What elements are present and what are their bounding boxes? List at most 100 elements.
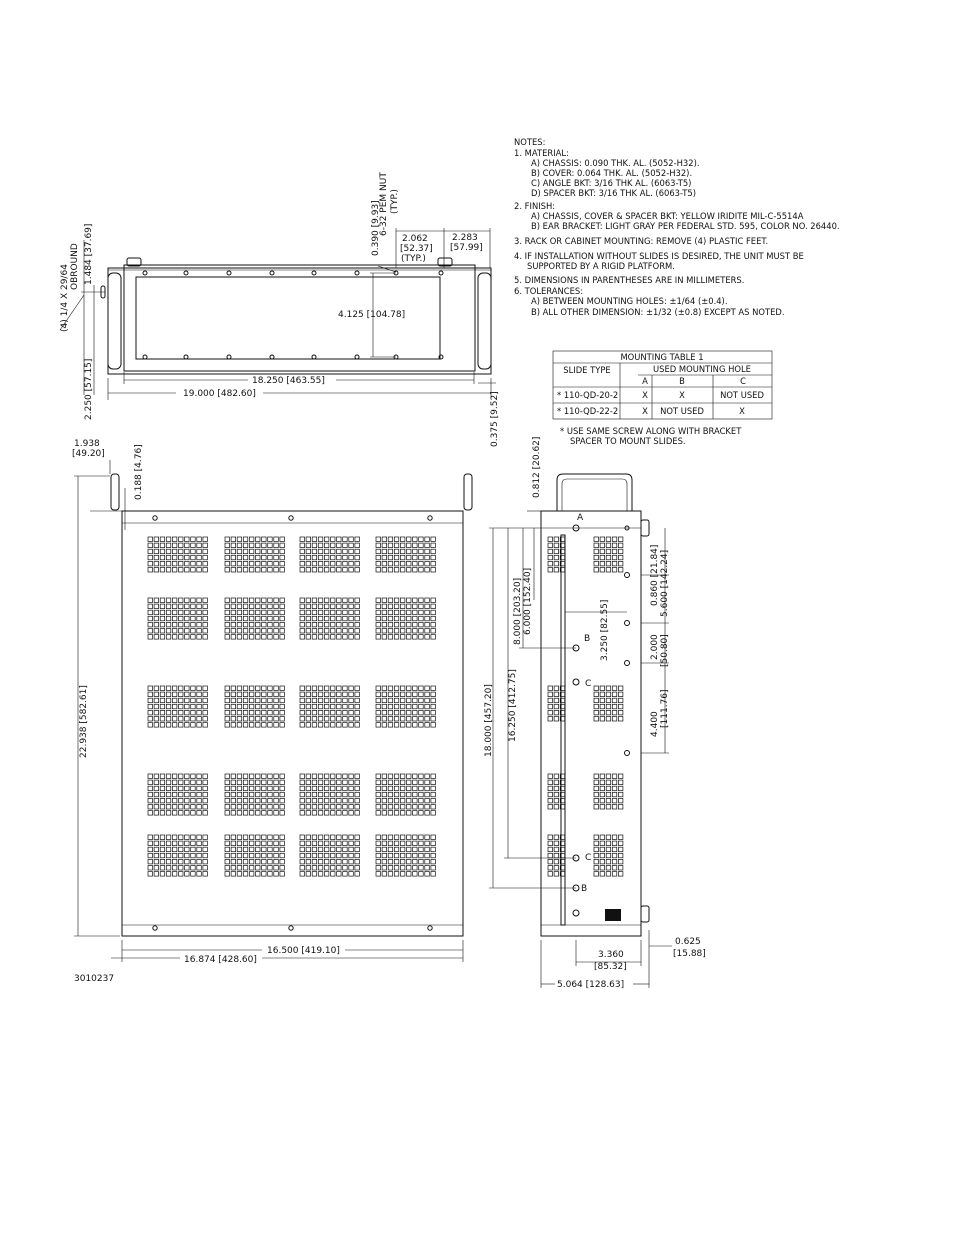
vent-slot [299, 840, 305, 846]
vent-slot [279, 840, 285, 846]
vent-slot [172, 710, 178, 716]
vent-slot [336, 536, 342, 542]
vent-slot [242, 561, 249, 567]
vent-slot [618, 536, 624, 542]
vent-slot [424, 597, 430, 603]
vent-slot [412, 634, 418, 640]
vent-slot [375, 603, 381, 609]
vent-slot [153, 609, 159, 616]
vent-slot [547, 542, 553, 548]
vent-slot [305, 871, 311, 877]
vent-slot [196, 846, 202, 853]
vent-slot [279, 628, 285, 634]
vent-slot [547, 852, 553, 859]
vent-slot [418, 865, 424, 871]
vent-slot [202, 697, 208, 704]
vent-slot [202, 542, 208, 548]
vent-slot [387, 716, 394, 722]
vent-slot [230, 703, 236, 710]
vent-slot [236, 609, 243, 616]
vent-slot [387, 779, 394, 785]
vent-slot [273, 852, 279, 859]
vent-slot [299, 548, 305, 555]
vent-slot [305, 785, 311, 792]
vent-slot [375, 542, 381, 548]
vent-slot [559, 554, 566, 561]
vent-slot [273, 536, 279, 542]
vent-slot [165, 615, 172, 622]
vent-slot [418, 685, 424, 691]
vent-slot [559, 785, 566, 792]
vent-slot [547, 785, 553, 792]
vent-slot [400, 697, 406, 704]
vent-slot [354, 697, 360, 704]
vent-slot [406, 542, 412, 548]
vent-slot [165, 804, 172, 810]
vent-slot [406, 685, 412, 691]
vent-slot [553, 852, 559, 859]
vent-slot [400, 603, 406, 609]
vent-slot [184, 603, 190, 609]
vent-slot [178, 561, 184, 567]
vent-slot [249, 703, 255, 710]
vent-slot [184, 804, 190, 810]
vent-slot [330, 536, 336, 542]
vent-slot [348, 697, 354, 704]
vent-slot [261, 852, 267, 859]
vent-slot [348, 859, 354, 865]
vent-slot [412, 865, 418, 871]
vent-slot [381, 691, 387, 697]
front-view: (4) 1/4 X 29/64 OBROUND 1.484 [37.69] 2.… [59, 172, 500, 447]
vent-slot [196, 548, 202, 555]
vent-slot [611, 691, 618, 697]
vent-slot [279, 536, 285, 542]
vent-slot [190, 561, 196, 567]
vent-slot [261, 609, 267, 616]
vent-slot [202, 773, 208, 779]
vent-slot [311, 852, 318, 859]
vent-slot [559, 710, 566, 716]
vent-slot [305, 852, 311, 859]
vent-slot [172, 859, 178, 865]
vent-slot [336, 865, 342, 871]
vent-slot [172, 716, 178, 722]
vent-slot [147, 859, 153, 865]
vent-slot [224, 561, 230, 567]
vent-slot [354, 691, 360, 697]
vent-slot [242, 615, 249, 622]
vent-slot [273, 785, 279, 792]
vent-slot [147, 622, 153, 628]
vent-slot [611, 785, 618, 792]
vent-slot [147, 554, 153, 561]
vent-slot [184, 722, 190, 728]
vent-slot [311, 871, 318, 877]
vent-slot [430, 697, 436, 704]
vent-slot [267, 603, 273, 609]
vent-slot [261, 567, 267, 573]
vent-slot [430, 871, 436, 877]
vent-slot [430, 834, 436, 840]
vent-slot [261, 597, 267, 603]
vent-slot [267, 785, 273, 792]
vent-slot [299, 859, 305, 865]
vent-slot [424, 779, 430, 785]
vent-slot [330, 554, 336, 561]
vent-slot [336, 691, 342, 697]
vent-slot [273, 703, 279, 710]
vent-slot [202, 716, 208, 722]
vent-slot [342, 834, 348, 840]
vent-slot [393, 810, 400, 816]
note-line: 4. IF INSTALLATION WITHOUT SLIDES IS DES… [514, 251, 804, 261]
vent-slot [412, 622, 418, 628]
vent-slot [348, 703, 354, 710]
vent-slot [354, 685, 360, 691]
vent-slot [279, 542, 285, 548]
hole-b-label: B [581, 884, 587, 894]
vent-slot [599, 791, 605, 798]
vent-slot [418, 804, 424, 810]
vent-slot [400, 785, 406, 792]
vent-slot [599, 859, 605, 865]
vent-slot [330, 871, 336, 877]
vent-slot [267, 716, 273, 722]
vent-slot [147, 785, 153, 792]
